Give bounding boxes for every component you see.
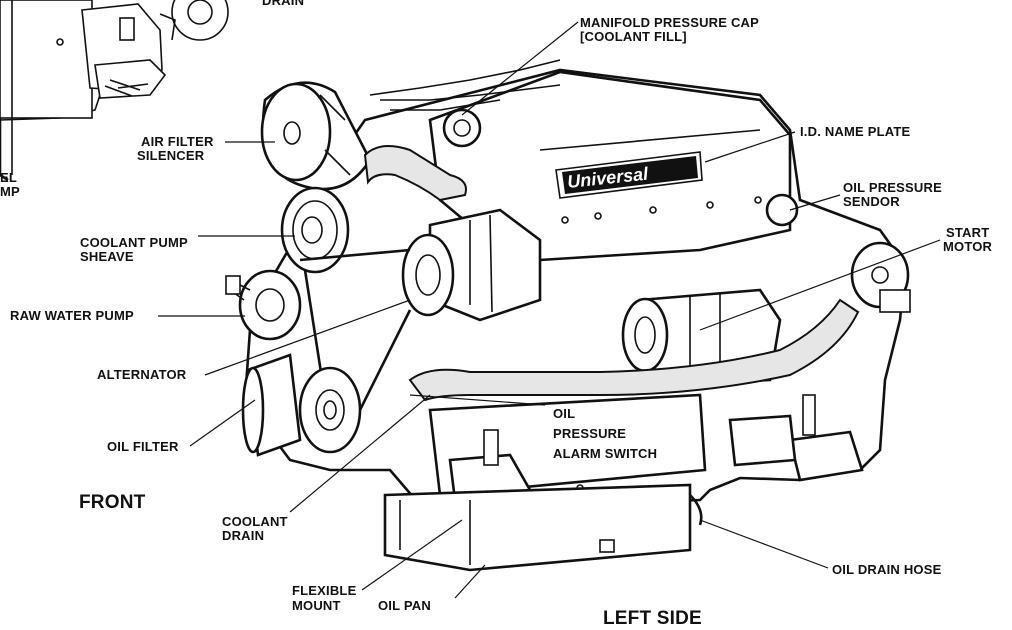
manifold-pressure-cap [442,108,482,148]
label-oil-sendor-2: SENDOR [843,194,900,209]
label-fuel-pump-2: MP [0,184,20,199]
id-name-plate [562,156,698,194]
callout-labels: DRAIN EL MP MANIFOLD PRESSURE CAP [COOLA… [0,0,993,629]
label-flexible-mount-2: MOUNT [292,598,341,613]
label-start-motor-2: MOTOR [943,239,993,254]
label-coolant-sheave-2: SHEAVE [80,249,134,264]
raw-water-pump [225,269,302,341]
label-coolant-sheave-1: COOLANT PUMP [80,235,188,250]
label-oil-pan: OIL PAN [378,598,431,613]
alternator [401,208,542,322]
label-oil-switch-3: ALARM SWITCH [553,446,657,461]
label-fuel-pump-1: EL [0,170,17,185]
label-raw-water-pump: RAW WATER PUMP [10,308,134,323]
oil-pressure-sendor [765,193,799,227]
label-drain-top: DRAIN [262,0,304,8]
air-filter-silencer [260,81,372,191]
leader-lines [158,21,941,599]
label-oil-switch-2: PRESSURE [553,426,626,441]
oil-pan [383,483,692,572]
label-manifold-cap-2: [COOLANT FILL] [580,29,687,44]
label-oil-switch-1: OIL [553,406,575,421]
label-start-motor-1: START [946,225,989,240]
label-alternator: ALTERNATOR [97,367,187,382]
label-coolant-drain-1: COOLANT [222,514,288,529]
label-air-filter-1: AIR FILTER [141,134,214,149]
label-air-filter-2: SILENCER [137,148,205,163]
label-coolant-drain-2: DRAIN [222,528,264,543]
label-left-side: LEFT SIDE [603,608,702,629]
label-flexible-mount-1: FLEXIBLE [292,583,357,598]
label-id-plate: I.D. NAME PLATE [800,124,910,139]
label-oil-sendor-1: OIL PRESSURE [843,180,942,195]
label-manifold-cap-1: MANIFOLD PRESSURE CAP [580,15,759,30]
oil-drain-hose [689,494,703,526]
inset-partial-engine-view [0,0,229,182]
label-front: FRONT [79,492,146,513]
label-oil-filter: OIL FILTER [107,439,179,454]
oil-filter [241,353,302,457]
label-oil-drain-hose: OIL DRAIN HOSE [832,562,942,577]
